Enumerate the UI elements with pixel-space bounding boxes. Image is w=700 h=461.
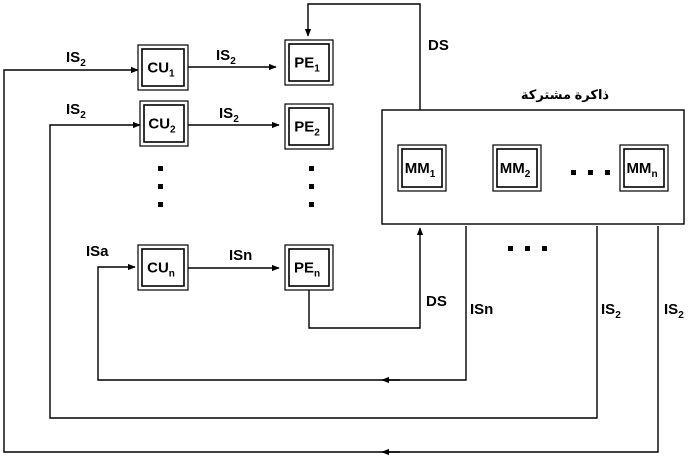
mm-n-label: MMn — [626, 160, 657, 180]
pe-1-label: PE1 — [294, 55, 320, 75]
mm-ellipsis — [571, 170, 610, 175]
mm-1-label: MM1 — [405, 160, 436, 180]
mm-2-label: MM2 — [500, 160, 531, 180]
pe-n-label: PEn — [294, 260, 320, 280]
label-is-rown-mid: ISn — [229, 247, 252, 264]
pe-2-label: PE2 — [294, 119, 320, 139]
label-is-row2-mid: IS2 — [219, 105, 239, 125]
wire-ds-top — [304, 3, 421, 110]
wire-ds-bottom — [308, 227, 424, 329]
wire-return-loop-2 — [49, 121, 598, 419]
label-ds-bottom: DS — [426, 293, 447, 310]
label-is-rown-in: ISa — [86, 243, 109, 260]
mm-1-box: MM1 — [397, 144, 447, 192]
label-is-row1-in: IS2 — [66, 49, 86, 69]
mm-2-box: MM2 — [492, 144, 542, 192]
return-ellipsis — [508, 246, 547, 251]
pe-n-box: PEn — [284, 244, 334, 291]
cu-1-box: CU1 — [137, 44, 189, 91]
mm-n-box: MMn — [619, 144, 669, 192]
cu-ellipsis — [158, 166, 163, 207]
pe-ellipsis — [309, 166, 314, 207]
wire-return-loop-1 — [3, 66, 659, 453]
pe-1-box: PE1 — [284, 39, 334, 86]
cu-n-label: CUn — [147, 260, 175, 280]
label-ds-top: DS — [428, 37, 449, 54]
cu-2-box: CU2 — [139, 100, 189, 147]
wire-return-loop-n — [97, 226, 467, 381]
cu-2-label: CU2 — [148, 116, 176, 136]
shared-memory-title: ذاكرة مشتركة — [521, 87, 610, 102]
cu-1-label: CU1 — [147, 60, 175, 80]
label-is-row2-in: IS2 — [66, 101, 86, 121]
label-is-return-2: IS2 — [601, 301, 621, 321]
pe-2-box: PE2 — [284, 103, 334, 150]
cu-n-box: CUn — [137, 244, 189, 291]
label-is-return-n: ISn — [470, 301, 493, 318]
label-is-row1-mid: IS2 — [216, 47, 236, 67]
label-is-return-1: IS2 — [664, 301, 684, 321]
